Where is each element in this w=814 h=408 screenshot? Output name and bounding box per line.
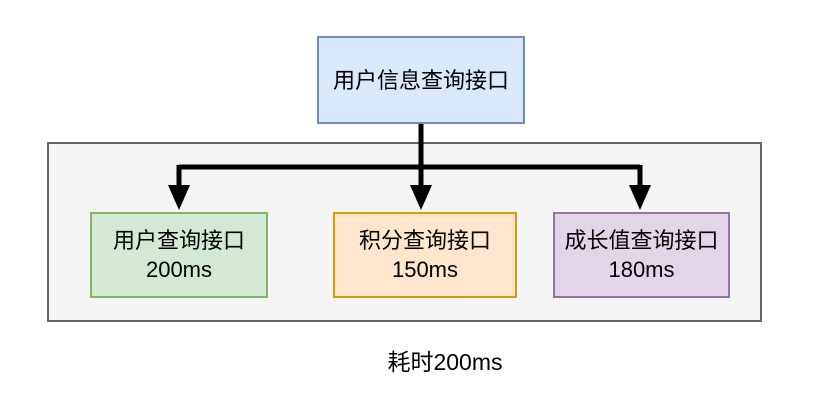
node-points-query-latency: 150ms bbox=[391, 257, 459, 282]
node-user-query-latency: 200ms bbox=[145, 257, 213, 282]
node-growth-query: 成长值查询接口 180ms bbox=[553, 212, 730, 298]
node-user-query-label: 用户查询接口 bbox=[112, 228, 245, 253]
node-points-query: 积分查询接口 150ms bbox=[333, 212, 517, 298]
node-user-query: 用户查询接口 200ms bbox=[90, 212, 268, 298]
node-growth-query-latency: 180ms bbox=[608, 257, 675, 282]
node-user-info-query-label: 用户信息查询接口 bbox=[332, 67, 509, 93]
node-growth-query-label: 成长值查询接口 bbox=[564, 228, 719, 253]
total-time-caption: 耗时200ms bbox=[387, 349, 503, 375]
node-points-query-label: 积分查询接口 bbox=[358, 228, 491, 253]
node-user-info-query: 用户信息查询接口 bbox=[317, 36, 525, 124]
